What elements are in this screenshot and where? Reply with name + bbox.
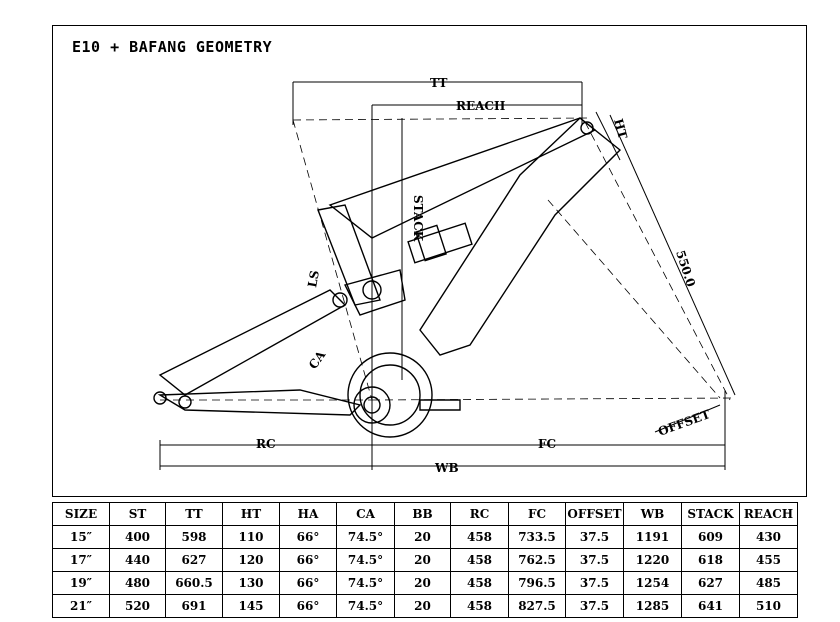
table-cell: 66°: [279, 594, 337, 618]
page-title: E10 + BAFANG GEOMETRY: [72, 38, 273, 56]
column-header: TT: [165, 502, 223, 526]
column-header: HT: [222, 502, 280, 526]
table-cell: 733.5: [508, 525, 566, 549]
table-cell: 37.5: [565, 525, 624, 549]
table-cell: 17″: [52, 548, 110, 572]
table-cell: 510: [739, 594, 798, 618]
table-cell: 37.5: [565, 571, 624, 595]
column-header: HA: [279, 502, 337, 526]
label-wb: WB: [434, 461, 459, 475]
table-cell: 120: [222, 548, 280, 572]
table-cell: 66°: [279, 525, 337, 549]
table-cell: 1254: [623, 571, 682, 595]
table-cell: 796.5: [508, 571, 566, 595]
table-cell: 430: [739, 525, 798, 549]
table-cell: 19″: [52, 571, 110, 595]
table-cell: 130: [222, 571, 280, 595]
table-cell: 480: [109, 571, 166, 595]
label-offset: OFFSET: [656, 407, 712, 439]
table-cell: 691: [165, 594, 223, 618]
table-cell: 1191: [623, 525, 682, 549]
label-ht: HT: [611, 117, 630, 140]
table-cell: 618: [681, 548, 740, 572]
table-cell: 485: [739, 571, 798, 595]
table-cell: 20: [394, 571, 451, 595]
table-cell: 458: [450, 548, 509, 572]
column-header: REACH: [739, 502, 798, 526]
table-cell: 609: [681, 525, 740, 549]
table-cell: 37.5: [565, 594, 624, 618]
table-cell: 627: [165, 548, 223, 572]
table-cell: 520: [109, 594, 166, 618]
column-header: WB: [623, 502, 682, 526]
label-ca: CA: [306, 348, 329, 372]
table-cell: 20: [394, 525, 451, 549]
label-fc: FC: [538, 437, 556, 451]
column-header: RC: [450, 502, 509, 526]
table-cell: 762.5: [508, 548, 566, 572]
table-cell: 110: [222, 525, 280, 549]
label-tt: TT: [430, 76, 448, 90]
label-ls: LS: [305, 269, 322, 288]
table-cell: 74.5°: [336, 548, 395, 572]
table-cell: 66°: [279, 548, 337, 572]
label-stack: STACK: [411, 195, 425, 242]
table-cell: 15″: [52, 525, 110, 549]
diagram-frame: [52, 25, 807, 497]
column-header: SIZE: [52, 502, 110, 526]
construction-lines: [160, 117, 736, 401]
table-cell: 598: [165, 525, 223, 549]
table-cell: 20: [394, 548, 451, 572]
table-cell: 1285: [623, 594, 682, 618]
table-cell: 458: [450, 571, 509, 595]
column-header: ST: [109, 502, 166, 526]
table-cell: 400: [109, 525, 166, 549]
column-header: STACK: [681, 502, 740, 526]
table-cell: 627: [681, 571, 740, 595]
frame-geometry-drawing: TT REACH STACK HT LS CA 550.0 OFFSET RC …: [153, 76, 736, 475]
column-header: CA: [336, 502, 395, 526]
label-reach: REACH: [456, 99, 505, 113]
table-cell: 458: [450, 525, 509, 549]
table-cell: 74.5°: [336, 594, 395, 618]
table-cell: 1220: [623, 548, 682, 572]
table-cell: 66°: [279, 571, 337, 595]
label-fork-length: 550.0: [673, 249, 698, 289]
table-cell: 21″: [52, 594, 110, 618]
table-cell: 455: [739, 548, 798, 572]
column-header: OFFSET: [565, 502, 624, 526]
table-cell: 145: [222, 594, 280, 618]
table-cell: 660.5: [165, 571, 223, 595]
column-header: FC: [508, 502, 566, 526]
table-cell: 20: [394, 594, 451, 618]
frame-outline: [153, 117, 622, 438]
table-cell: 641: [681, 594, 740, 618]
label-rc: RC: [256, 437, 276, 451]
table-cell: 74.5°: [336, 571, 395, 595]
table-cell: 74.5°: [336, 525, 395, 549]
column-header: BB: [394, 502, 451, 526]
table-cell: 458: [450, 594, 509, 618]
table-cell: 827.5: [508, 594, 566, 618]
dimension-lines: [159, 81, 736, 470]
table-cell: 440: [109, 548, 166, 572]
table-cell: 37.5: [565, 548, 624, 572]
